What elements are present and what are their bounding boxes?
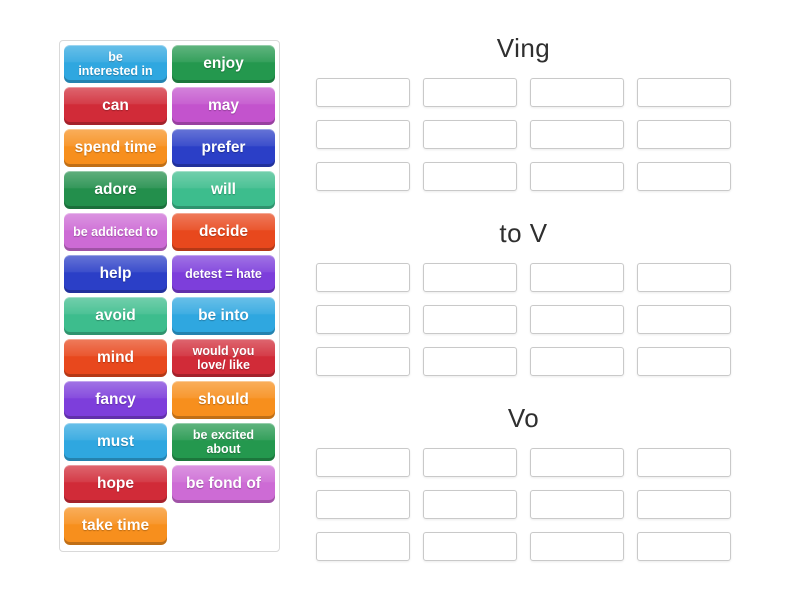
word-tile-be-into[interactable]: be into	[172, 297, 275, 335]
drop-slot-to-v-6[interactable]	[423, 305, 517, 334]
drop-slot-to-v-1[interactable]	[316, 263, 410, 292]
word-tile-hope[interactable]: hope	[64, 465, 167, 503]
drop-slot-to-v-10[interactable]	[423, 347, 517, 376]
word-tile-spend-time[interactable]: spend time	[64, 129, 167, 167]
word-tile-be-addicted-to[interactable]: be addicted to	[64, 213, 167, 251]
word-tile-be-interested-in[interactable]: be interested in	[64, 45, 167, 83]
drop-slot-vo-1[interactable]	[316, 448, 410, 477]
drop-slot-vo-9[interactable]	[316, 532, 410, 561]
drop-slot-to-v-8[interactable]	[637, 305, 731, 334]
word-tile-enjoy[interactable]: enjoy	[172, 45, 275, 83]
slot-grid-ving	[316, 78, 731, 191]
word-tile-be-fond-of[interactable]: be fond of	[172, 465, 275, 503]
word-tile-mind[interactable]: mind	[64, 339, 167, 377]
drop-slot-ving-10[interactable]	[423, 162, 517, 191]
group-areas: Ving to V Vo	[316, 30, 731, 585]
drop-slot-ving-8[interactable]	[637, 120, 731, 149]
group-title-ving: Ving	[496, 33, 551, 63]
word-tile-be-excited-about[interactable]: be excited about	[172, 423, 275, 461]
word-tile-detest-hate[interactable]: detest = hate	[172, 255, 275, 293]
word-tile-must[interactable]: must	[64, 423, 167, 461]
drop-slot-ving-9[interactable]	[316, 162, 410, 191]
drop-slot-to-v-4[interactable]	[637, 263, 731, 292]
word-tile-take-time[interactable]: take time	[64, 507, 167, 545]
group-title-to-v: to V	[499, 218, 548, 248]
slot-grid-vo	[316, 448, 731, 561]
drop-slot-ving-4[interactable]	[637, 78, 731, 107]
drop-slot-vo-3[interactable]	[530, 448, 624, 477]
drop-slot-to-v-2[interactable]	[423, 263, 517, 292]
word-tile-avoid[interactable]: avoid	[64, 297, 167, 335]
drop-slot-to-v-12[interactable]	[637, 347, 731, 376]
word-tile-should[interactable]: should	[172, 381, 275, 419]
drop-slot-ving-12[interactable]	[637, 162, 731, 191]
word-tile-adore[interactable]: adore	[64, 171, 167, 209]
drop-slot-vo-5[interactable]	[316, 490, 410, 519]
word-tile-would-you-love-like[interactable]: would you love/ like	[172, 339, 275, 377]
drop-slot-vo-12[interactable]	[637, 532, 731, 561]
drop-slot-vo-8[interactable]	[637, 490, 731, 519]
word-tile-help[interactable]: help	[64, 255, 167, 293]
drop-slot-ving-6[interactable]	[423, 120, 517, 149]
drop-slot-ving-2[interactable]	[423, 78, 517, 107]
drop-slot-vo-6[interactable]	[423, 490, 517, 519]
drop-slot-to-v-9[interactable]	[316, 347, 410, 376]
group-title-vo: Vo	[507, 403, 540, 433]
word-tile-fancy[interactable]: fancy	[64, 381, 167, 419]
drop-slot-vo-4[interactable]	[637, 448, 731, 477]
drop-slot-vo-11[interactable]	[530, 532, 624, 561]
slot-grid-to-v	[316, 263, 731, 376]
word-tile-prefer[interactable]: prefer	[172, 129, 275, 167]
word-tile-decide[interactable]: decide	[172, 213, 275, 251]
word-tile-may[interactable]: may	[172, 87, 275, 125]
drop-slot-ving-5[interactable]	[316, 120, 410, 149]
group-vo: Vo	[316, 400, 731, 561]
group-ving: Ving	[316, 30, 731, 191]
drop-slot-to-v-7[interactable]	[530, 305, 624, 334]
drop-slot-vo-10[interactable]	[423, 532, 517, 561]
drop-slot-vo-7[interactable]	[530, 490, 624, 519]
drop-slot-vo-2[interactable]	[423, 448, 517, 477]
word-tile-will[interactable]: will	[172, 171, 275, 209]
drop-slot-ving-3[interactable]	[530, 78, 624, 107]
drop-slot-to-v-5[interactable]	[316, 305, 410, 334]
drop-slot-ving-1[interactable]	[316, 78, 410, 107]
drop-slot-ving-7[interactable]	[530, 120, 624, 149]
drop-slot-to-v-11[interactable]	[530, 347, 624, 376]
drop-slot-ving-11[interactable]	[530, 162, 624, 191]
drop-slot-to-v-3[interactable]	[530, 263, 624, 292]
group-to-v: to V	[316, 215, 731, 376]
word-tile-can[interactable]: can	[64, 87, 167, 125]
